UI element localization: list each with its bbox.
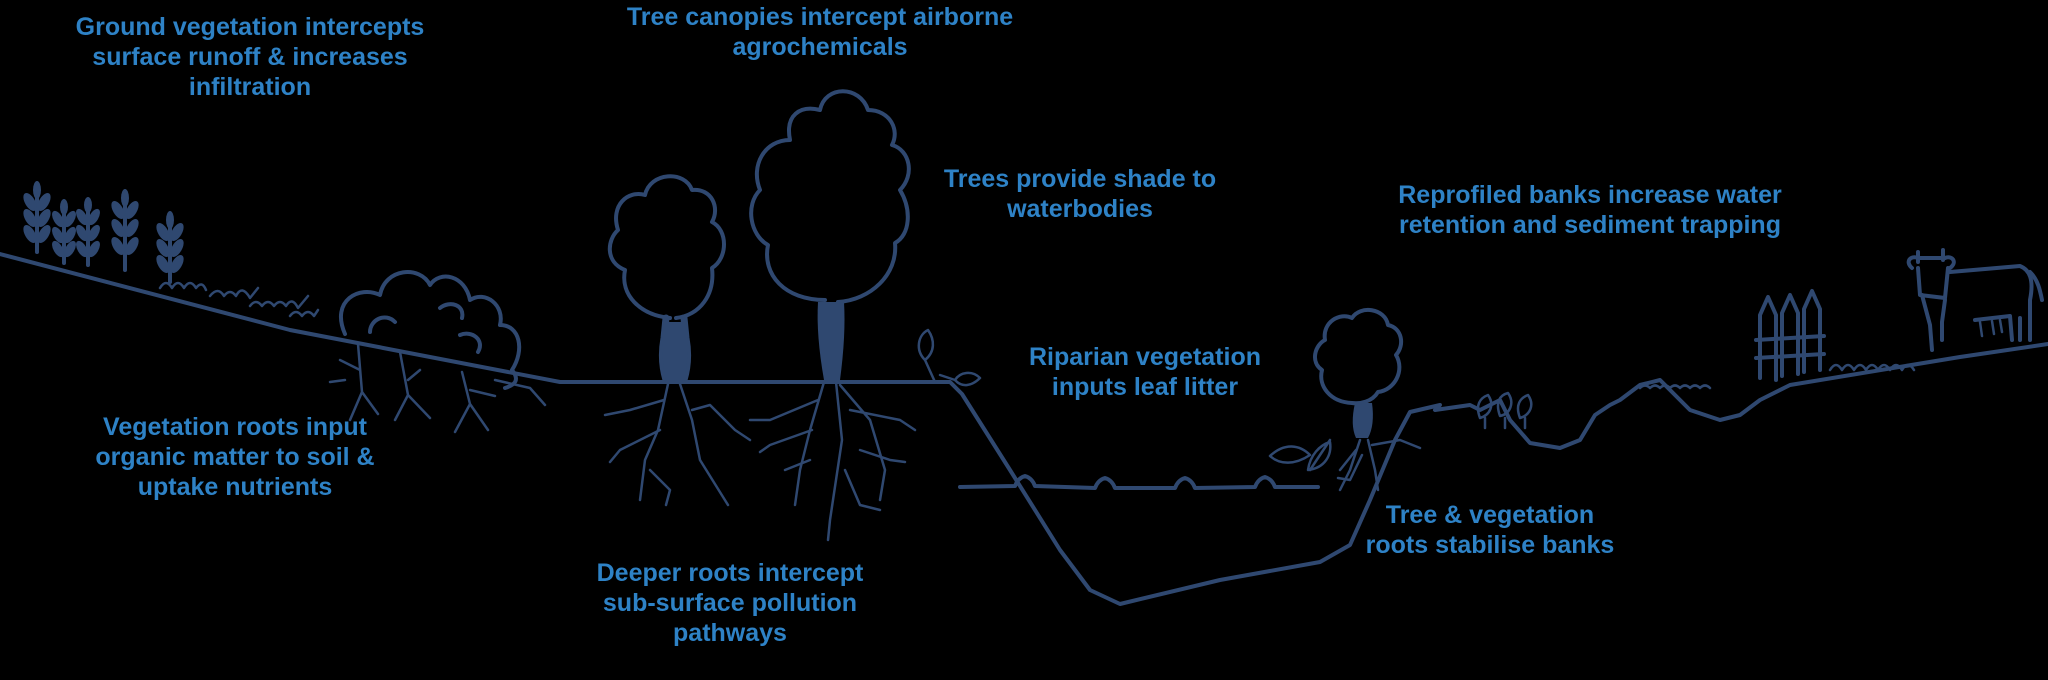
large-tree-icon [748,89,917,542]
label-trees-shade: Trees provide shade to waterbodies [943,165,1217,223]
cow-icon [1906,248,2044,352]
pond-icon [1638,384,1712,390]
label-reprofiled-banks: Reprofiled banks increase water retentio… [1398,181,1782,239]
fence-icon [1754,289,1826,382]
label-deeper-roots: Deeper roots intercept sub-surface pollu… [596,559,864,647]
bank-plants-icon [1268,391,1533,472]
seedling-icon [917,328,982,387]
label-tree-canopies: Tree canopies intercept airborne agroche… [626,3,1014,61]
ground-line [0,252,2048,606]
ground-cover-icon [1828,363,1916,372]
water-surface-icon [958,474,1320,490]
wheat-crops-icon [23,181,184,284]
label-ground-vegetation: Ground vegetation intercepts surface run… [75,13,425,101]
hedge-bush-icon [328,270,547,434]
label-riparian-vegetation: Riparian vegetation inputs leaf litter [1029,343,1261,401]
small-tree-icon [603,174,752,507]
bank-tree-icon [1313,308,1422,492]
ground-cover-icon [158,281,320,318]
label-vegetation-roots: Vegetation roots input organic matter to… [95,413,375,501]
label-bank-roots: Tree & vegetation roots stabilise banks [1365,501,1615,559]
river-channel-icon [958,474,1320,490]
